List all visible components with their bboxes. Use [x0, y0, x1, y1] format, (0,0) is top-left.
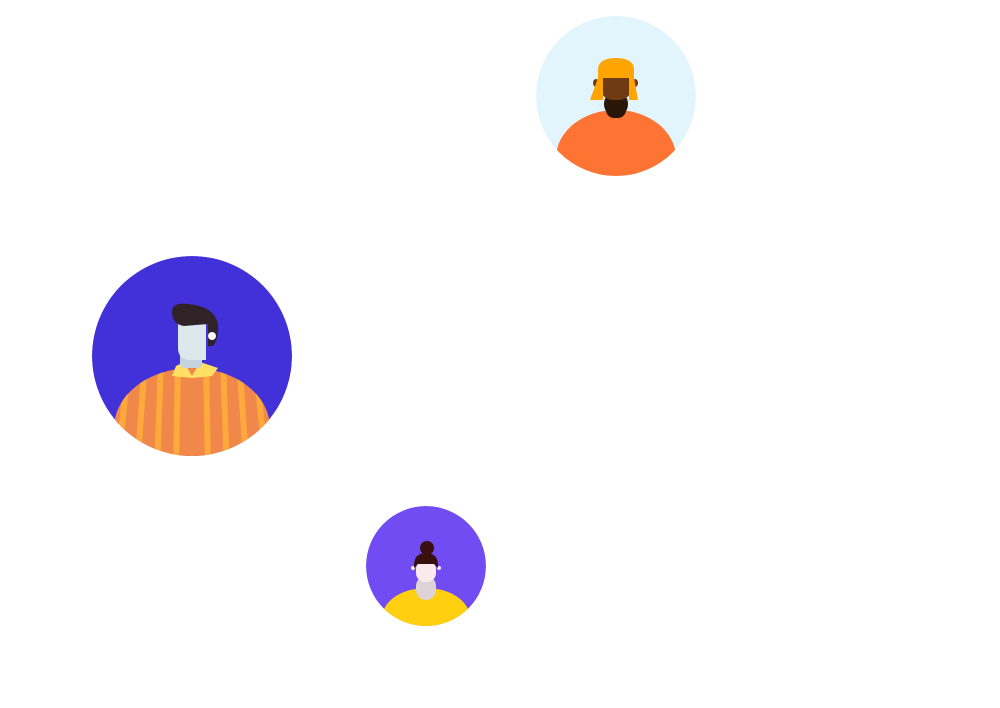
avatar-top: [536, 16, 696, 176]
person-with-hair-bun-icon: [366, 506, 486, 626]
person-with-yellow-hair-icon: [536, 16, 696, 176]
avatar-left: [92, 256, 292, 456]
avatar-bottom: [366, 506, 486, 626]
person-with-striped-shirt-icon: [92, 256, 292, 456]
